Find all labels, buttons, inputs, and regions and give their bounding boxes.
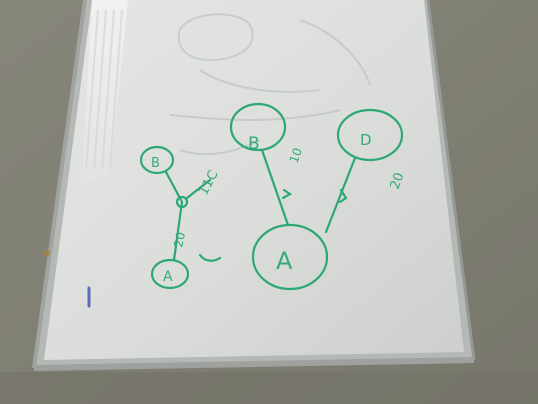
frame-left-edge xyxy=(32,0,87,369)
arrow-d-a xyxy=(338,188,348,204)
edge-b-to-a xyxy=(260,148,290,227)
whiteboard-surface xyxy=(44,0,464,360)
green-diagram xyxy=(139,102,404,291)
frame-right-edge xyxy=(426,0,476,361)
node-circle-a-left xyxy=(150,258,190,290)
junction-dot xyxy=(175,195,189,209)
node-label-b-left: B xyxy=(151,156,160,171)
edge-label-20-left: 20 xyxy=(171,231,188,249)
edge-d-to-a xyxy=(324,156,357,234)
edge-label-20-right: 20 xyxy=(388,171,408,192)
frame-bottom-edge xyxy=(33,357,475,371)
arrow-b-a xyxy=(281,188,293,200)
node-label-d: D xyxy=(360,131,372,149)
node-label-b-center: B xyxy=(248,134,260,154)
lower-wall-shadow xyxy=(0,372,538,404)
edge-junction-right xyxy=(185,178,212,200)
node-circle-b-left xyxy=(139,145,175,175)
node-circle-b-center xyxy=(229,102,287,152)
glare-stripes xyxy=(85,9,123,171)
edge-junction-to-a xyxy=(172,200,184,262)
node-circle-d xyxy=(336,108,404,162)
edge-label-10: 10 xyxy=(287,146,305,165)
node-circle-a-large xyxy=(251,223,329,291)
frame-screw xyxy=(44,250,50,256)
ghost-writing xyxy=(169,13,371,156)
light-glare xyxy=(82,0,128,182)
tick-stroke xyxy=(198,253,222,262)
node-label-a-large: A xyxy=(276,247,293,275)
node-label-a-left: A xyxy=(163,269,173,285)
